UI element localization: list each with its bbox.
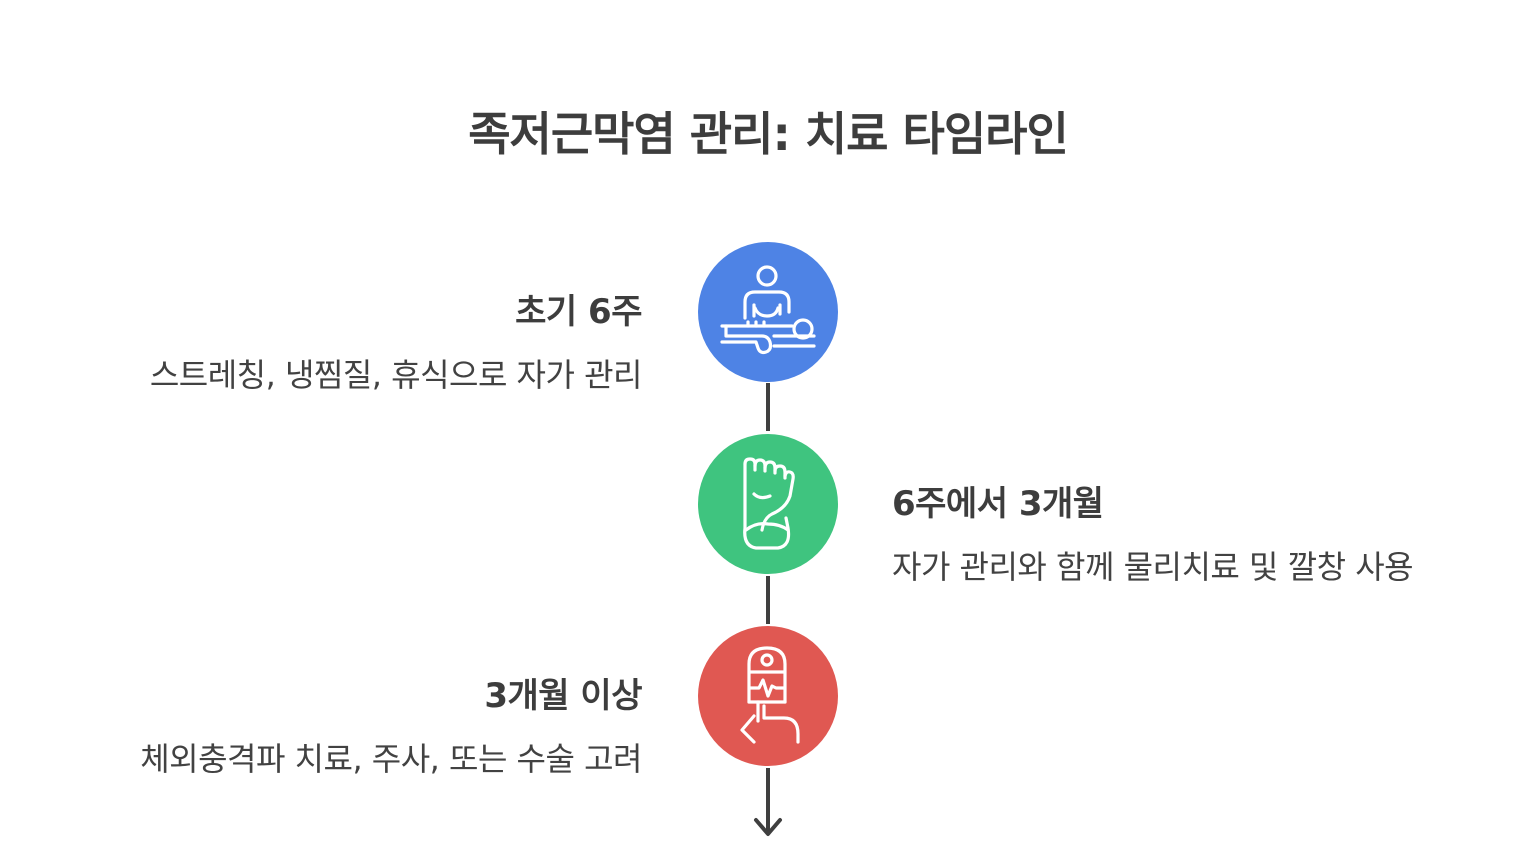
stage-1-description: 스트레칭, 냉찜질, 휴식으로 자가 관리 (149, 356, 643, 394)
stage-3-description: 체외충격파 치료, 주사, 또는 수술 고려 (140, 740, 642, 778)
shockwave-device-icon (740, 646, 800, 744)
stage-1-label: 초기 6주 스트레칭, 냉찜질, 휴식으로 자가 관리 (52, 290, 643, 396)
stage-2-node (698, 434, 838, 574)
stage-1-node (698, 242, 838, 382)
massage-icon (720, 265, 816, 355)
stage-3-label: 3개월 이상 체외충격파 치료, 주사, 또는 수술 고려 (52, 674, 642, 780)
timeline-connector (766, 383, 770, 431)
timeline-arrow-icon (754, 818, 782, 836)
stage-2-label: 6주에서 3개월 자가 관리와 함께 물리치료 및 깔창 사용 (892, 482, 1472, 588)
foot-icon (743, 457, 795, 550)
timeline-connector (766, 576, 770, 624)
page-title: 족저근막염 관리: 치료 타임라인 (468, 107, 1069, 161)
stage-2-description: 자가 관리와 함께 물리치료 및 깔창 사용 (892, 548, 1414, 586)
stage-3-title: 3개월 이상 (484, 676, 642, 716)
stage-1-title: 초기 6주 (515, 292, 642, 332)
timeline-connector (766, 768, 770, 834)
stage-3-node (698, 626, 838, 766)
stage-2-title: 6주에서 3개월 (892, 484, 1104, 524)
